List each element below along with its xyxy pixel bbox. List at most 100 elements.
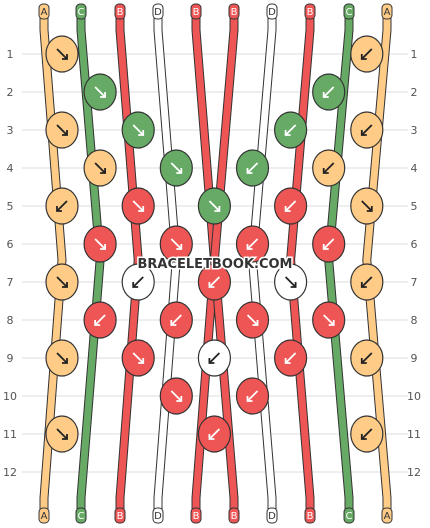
row-number: 9 (7, 352, 14, 365)
knot-arrow-icon (284, 200, 297, 212)
knot-arrow-icon (94, 162, 106, 174)
knot (350, 415, 384, 453)
knot-arrow-icon (361, 352, 373, 364)
knot-arrowhead-icon (360, 434, 367, 440)
knot-arrowhead-icon (322, 168, 329, 174)
knot-arrow-icon (246, 390, 259, 402)
knot (197, 187, 231, 225)
knot (197, 339, 231, 377)
bottom-strand-label: C (78, 511, 85, 522)
knot (274, 263, 308, 301)
bottom-strand-label-tab (381, 507, 393, 524)
knot-arrow-icon (323, 162, 335, 174)
knot-arrowhead-icon (62, 282, 68, 288)
top-strand-label-tab (228, 3, 240, 20)
knot-arrowhead-icon (100, 92, 106, 98)
top-strand-label-tab (38, 3, 50, 20)
knot-arrowhead-icon (62, 434, 68, 440)
bottom-strand-label: A (384, 511, 391, 522)
top-strand-label: A (384, 7, 391, 18)
bottom-strand-label-tab (266, 507, 278, 524)
knot-arrow-icon (56, 352, 68, 364)
knot-arrowhead-icon (176, 244, 183, 250)
top-strand-label: C (78, 7, 85, 18)
row-number: 6 (7, 238, 14, 251)
knot (235, 149, 270, 187)
knot (83, 225, 117, 263)
bottom-strand-label: D (268, 511, 276, 522)
knot-arrowhead-icon (62, 54, 68, 60)
knot-arrowhead-icon (284, 358, 291, 364)
knot-arrowhead-icon (290, 282, 297, 288)
row-number: 4 (7, 162, 14, 175)
row-number: 4 (411, 162, 418, 175)
bottom-strand-label-tab (228, 507, 240, 524)
knot-arrowhead-icon (360, 130, 367, 136)
row-number: 11 (3, 428, 17, 441)
top-strand-label: B (193, 7, 200, 18)
top-strand-label: A (41, 7, 48, 18)
knot-arrowhead-icon (138, 130, 145, 136)
knot (83, 149, 117, 187)
row-number: 5 (411, 200, 418, 213)
knot-arrowhead-icon (208, 434, 215, 440)
knot-arrowhead-icon (132, 282, 139, 288)
knot (45, 111, 79, 149)
knot-arrowhead-icon (284, 206, 291, 212)
knot (45, 339, 79, 377)
row-number: 2 (7, 86, 14, 99)
bottom-strand-label-tab (152, 507, 164, 524)
row-number: 8 (7, 314, 14, 327)
knot (235, 377, 270, 415)
knot-arrowhead-icon (246, 244, 253, 250)
row-number: 1 (411, 48, 418, 61)
knot-arrow-icon (56, 124, 68, 136)
knot (83, 73, 117, 111)
knot-arrowhead-icon (360, 358, 367, 364)
row-number: 3 (411, 124, 418, 137)
knot-arrow-icon (56, 276, 68, 288)
watermark-text: BRACELETBOOK.COM (138, 257, 293, 272)
top-strand-label-tab (75, 3, 87, 20)
knot-arrow-icon (361, 48, 373, 60)
knot (121, 111, 155, 149)
knot (121, 187, 155, 225)
knot-arrowhead-icon (208, 282, 215, 288)
knot-arrowhead-icon (62, 130, 68, 136)
knot-arrow-icon (208, 352, 221, 364)
knot (312, 225, 346, 263)
knot (197, 415, 231, 453)
knot (121, 263, 155, 301)
knot-arrow-icon (170, 238, 182, 250)
knot-arrow-icon (284, 352, 297, 364)
top-strand-label-tab (343, 3, 355, 20)
bottom-strand-label: C (346, 511, 353, 522)
knot-arrow-icon (361, 276, 373, 288)
bottom-strand-label: B (307, 511, 314, 522)
knot (350, 35, 384, 73)
knot (45, 263, 79, 301)
top-strand-label: C (346, 7, 353, 18)
knot (350, 187, 384, 225)
bottom-strand-label-tab (75, 507, 87, 524)
knot (159, 225, 193, 263)
bottom-strand-label-tab (343, 507, 355, 524)
knot-arrowhead-icon (322, 92, 329, 98)
knot (45, 415, 79, 453)
knot (350, 339, 384, 377)
knot (159, 301, 193, 339)
knot (312, 149, 346, 187)
watermark: BRACELETBOOK.COM BRACELETBOOK.COM (136, 256, 294, 274)
knot-arrow-icon (323, 314, 335, 326)
top-strand-label: B (117, 7, 124, 18)
bottom-strand-label-tab (190, 507, 202, 524)
knot (235, 225, 270, 263)
knot-arrowhead-icon (176, 396, 183, 402)
strand-path (287, 10, 314, 518)
knot (159, 149, 193, 187)
knot-arrowhead-icon (322, 244, 329, 250)
knot-arrowhead-icon (176, 168, 183, 174)
knot-arrowhead-icon (62, 358, 68, 364)
knot-arrow-icon (170, 314, 182, 326)
knot (45, 187, 79, 225)
